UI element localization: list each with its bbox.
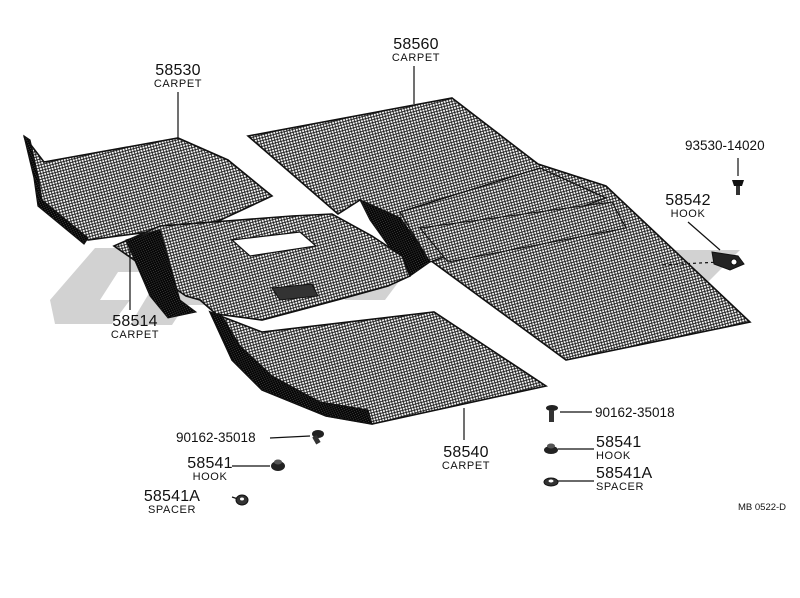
carpet-58530-shape xyxy=(23,134,274,245)
hook-58541-right-icon xyxy=(544,443,558,454)
carpet-58560-shape xyxy=(246,97,752,361)
screw-90162-left-icon xyxy=(312,430,324,445)
callout-carpet-58514: 58514 CARPET xyxy=(111,314,159,341)
part-number: 58530 xyxy=(155,62,201,79)
part-name: CARPET xyxy=(441,460,491,472)
callout-hook-58541-right: 58541 HOOK xyxy=(596,435,642,462)
callout-spacer-58541a-right: 58541A SPACER xyxy=(596,466,652,493)
spacer-58541a-left-icon xyxy=(235,494,249,506)
part-number: 93530-14020 xyxy=(685,138,765,153)
carpet-58514-shape xyxy=(112,213,412,321)
part-name: SPACER xyxy=(596,481,645,493)
part-name: CARPET xyxy=(110,329,160,341)
part-number: 58514 xyxy=(112,313,158,330)
screw-93530-icon xyxy=(732,180,744,195)
part-number: 58541A xyxy=(143,488,201,505)
reference-code: MB 0522-D xyxy=(738,502,787,513)
callout-screw-90162-right: 90162-35018 xyxy=(595,406,675,420)
hook-58542-icon xyxy=(711,251,745,271)
part-number: 58541A xyxy=(596,465,653,482)
hook-58541-left-icon xyxy=(271,459,285,471)
part-number: 58541 xyxy=(187,455,233,472)
part-number: 58542 xyxy=(665,192,711,209)
screw-90162-right-icon xyxy=(546,405,558,422)
part-name: HOOK xyxy=(670,208,706,220)
callout-carpet-58540: 58540 CARPET xyxy=(442,445,490,472)
part-number: 90162-35018 xyxy=(595,405,675,420)
part-name: CARPET xyxy=(391,52,441,64)
part-number: 90162-35018 xyxy=(176,430,256,445)
callout-carpet-58530: 58530 CARPET xyxy=(154,63,202,90)
callout-screw-93530: 93530-14020 xyxy=(685,139,765,153)
callout-hook-58541-left: 58541 HOOK xyxy=(187,456,233,483)
callout-screw-90162-left: 90162-35018 xyxy=(176,431,256,445)
part-number: 58541 xyxy=(596,434,642,451)
part-number: 58560 xyxy=(393,36,439,53)
part-number: 58540 xyxy=(443,444,489,461)
spacer-58541a-right-icon xyxy=(543,477,559,487)
carpet-58540-shape xyxy=(208,310,549,425)
callout-spacer-58541a-left: 58541A SPACER xyxy=(144,489,200,516)
callout-hook-58542: 58542 HOOK xyxy=(665,193,711,220)
part-name: HOOK xyxy=(192,471,228,483)
part-name: CARPET xyxy=(153,78,203,90)
part-name: SPACER xyxy=(147,504,197,516)
part-name: HOOK xyxy=(596,450,631,462)
callout-carpet-58560: 58560 CARPET xyxy=(392,37,440,64)
